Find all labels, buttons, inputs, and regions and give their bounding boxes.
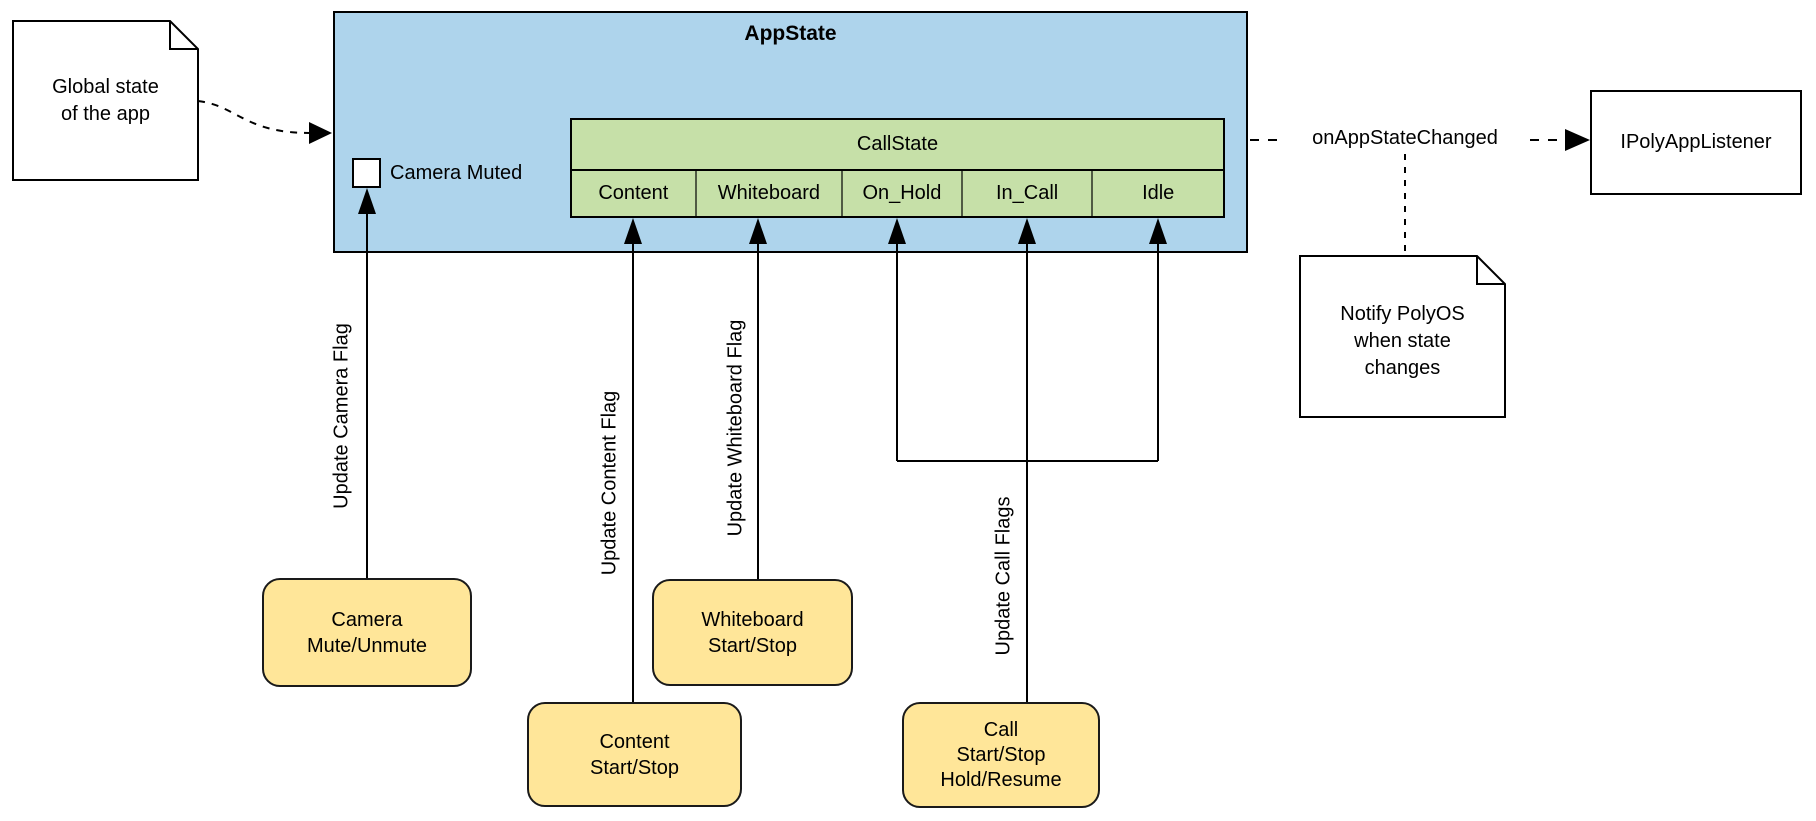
callstate-cell-content: Content	[598, 182, 669, 204]
callstate-cell-on-hold: On_Hold	[841, 171, 961, 216]
action-whiteboard-start-stop: Whiteboard Start/Stop	[652, 579, 853, 686]
call-arrows	[888, 218, 1167, 702]
note-global-state: Global state of the app	[52, 75, 159, 125]
action-content-start-stop: Content Start/Stop	[527, 702, 742, 807]
callstate-cell-in-call: In_Call	[960, 171, 1092, 216]
callstate-table: CallState Content Whiteboard On_Hold In_…	[570, 118, 1225, 218]
callstate-title: CallState	[572, 120, 1223, 171]
ipolyapplistener-box: IPolyAppListener	[1590, 90, 1802, 195]
content-arrow	[624, 218, 642, 702]
edge-label-update-camera-flag: Update Camera Flag	[330, 323, 353, 509]
global-note-arrow	[197, 100, 332, 144]
edge-label-update-whiteboard-flag: Update Whiteboard Flag	[724, 319, 747, 537]
connector-label-onappstatechanged: onAppStateChanged	[1312, 127, 1498, 149]
edge-label-update-content-flag: Update Content Flag	[598, 390, 621, 576]
whiteboard-arrow	[749, 218, 767, 579]
callstate-row: Content Whiteboard On_Hold In_Call Idle	[572, 171, 1223, 216]
edge-label-update-call-flags: Update Call Flags	[992, 496, 1015, 656]
action-call-start-stop-hold-resume: Call Start/Stop Hold/Resume	[902, 702, 1100, 808]
camera-muted-label: Camera Muted	[390, 162, 523, 184]
action-camera-mute-unmute: Camera Mute/Unmute	[262, 578, 472, 687]
callstate-cell-whiteboard: Whiteboard	[694, 171, 841, 216]
callstate-cell-idle: Idle	[1091, 171, 1223, 216]
appstate-title: AppState	[744, 22, 837, 45]
note-notify-polyos: Notify PolyOS when state changes	[1340, 303, 1465, 379]
camera-muted-checkbox	[352, 158, 381, 188]
